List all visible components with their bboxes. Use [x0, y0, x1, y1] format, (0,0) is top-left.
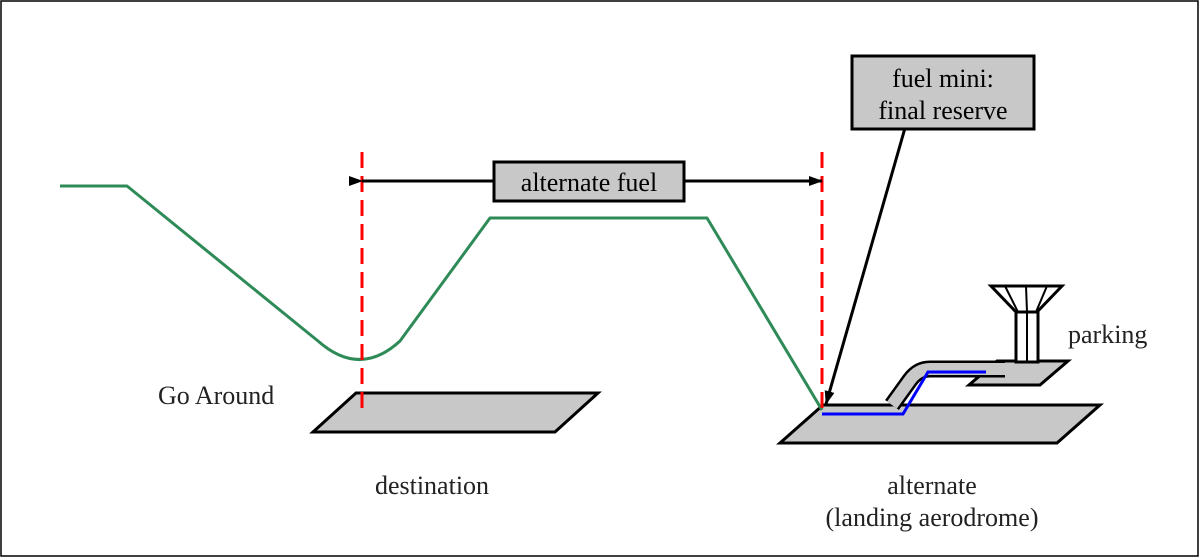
landing-aerodrome-label: (landing aerodrome) [826, 503, 1039, 532]
alternate-label: alternate [887, 471, 977, 500]
alternate-fuel-box [492, 160, 686, 203]
destination-runway [309, 391, 602, 434]
taxiway-connector [885, 360, 1005, 410]
fuel-mini-pointer-arrow [824, 127, 907, 405]
flight-path [60, 184, 824, 411]
fuel-mini-label-line1: fuel mini: [892, 64, 994, 93]
control-tower-icon [987, 284, 1066, 364]
fuel-mini-box [850, 54, 1036, 131]
taxi-route-line [822, 370, 986, 416]
alternate-runway [776, 403, 1104, 445]
destination-label: destination [375, 471, 489, 500]
parking-label: parking [1068, 320, 1147, 349]
go-around-label: Go Around [158, 381, 274, 410]
fuel-mini-label-line2: final reserve [878, 96, 1007, 125]
alternate-fuel-label: alternate fuel [521, 168, 657, 197]
